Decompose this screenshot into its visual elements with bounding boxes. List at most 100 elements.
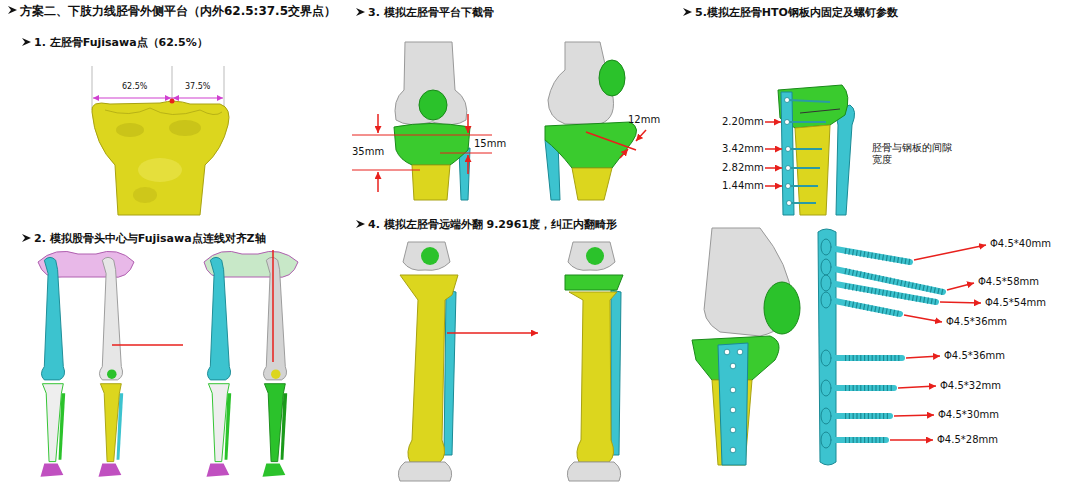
pelvis (38, 251, 298, 277)
lower-leg (421, 247, 439, 265)
bone-screw (821, 350, 831, 366)
step-heading: 1. 左胫骨Fujisawa点（62.5%） (34, 36, 208, 49)
gap-leader (765, 167, 782, 169)
bone-screw (845, 251, 910, 262)
alignment-line (112, 250, 273, 362)
tibia-plate-front (795, 125, 830, 215)
knee-plate-side (737, 349, 743, 355)
leg-bone (263, 464, 286, 477)
knee-plate-side (718, 343, 748, 465)
screw-leader (940, 302, 981, 303)
bone-screw (821, 292, 831, 308)
step-heading: 4. 模拟左胫骨远端外翻 9.2961度，纠正内翻畸形 (368, 218, 617, 231)
lower-leg (400, 275, 458, 462)
screw-spec: Φ4.5*40mm (990, 238, 1051, 250)
knee-plate-side (724, 349, 730, 355)
bone-screw (821, 239, 831, 255)
leg-bone (41, 464, 64, 477)
tibia-plate-front (788, 167, 820, 169)
screw-leader (890, 439, 933, 441)
gap-leader (765, 148, 782, 150)
tibial-plateau (105, 108, 222, 115)
leg-bone (207, 257, 230, 380)
tibial-plateau (169, 120, 201, 136)
tibia-plate-front (786, 184, 791, 189)
tibia-plate-front (785, 98, 792, 206)
bone-screw (821, 239, 831, 448)
bone-screw (845, 303, 900, 314)
knee-plate-side (692, 228, 800, 465)
tibial-plateau (93, 95, 223, 101)
lower-leg (611, 290, 621, 455)
screw-leader (906, 356, 940, 358)
cut-dimension (467, 114, 469, 133)
leg-bone (263, 257, 286, 380)
tibial-plateau (116, 123, 144, 137)
cut-dimension (352, 170, 420, 171)
tibia-plate-front (786, 147, 791, 152)
tibia-plate-front (785, 120, 790, 125)
leg-bone (99, 257, 124, 476)
bone-screw (845, 437, 886, 443)
knee-side (545, 122, 637, 168)
gap-value: 2.82mm (722, 162, 764, 174)
knee-side (636, 130, 646, 141)
note-text: 胫骨与钢板的间隙 宽度 (872, 142, 960, 166)
bone-screw (830, 248, 910, 262)
lower-leg (586, 247, 604, 265)
knee-front (395, 42, 467, 125)
knee-plate-side (724, 349, 743, 453)
knee-plate-side (730, 387, 736, 393)
screw-spec: Φ4.5*36mm (946, 316, 1007, 328)
knee-plate-side (730, 447, 736, 453)
screw-spec: Φ4.5*32mm (940, 380, 1001, 392)
tibial-plateau (93, 97, 223, 98)
screw-spec: Φ4.5*54mm (985, 297, 1046, 309)
bone-screw (821, 380, 831, 396)
screw-leader (894, 415, 934, 416)
correction-arrow (447, 332, 538, 334)
knee-plate-side (730, 427, 736, 433)
leg-bone (41, 257, 66, 476)
leg-bone (41, 257, 64, 380)
tibia-plate-front (835, 105, 855, 215)
hto-plate (818, 229, 836, 465)
lower-leg (403, 242, 450, 270)
knee-front (394, 42, 470, 200)
tibia-plate-front (788, 121, 826, 123)
leg-bone (264, 384, 285, 462)
bone-screw (821, 259, 831, 275)
tibia-plate-front (786, 166, 791, 171)
bone-screw (845, 251, 943, 440)
bone-screw (845, 355, 902, 361)
percent-label: 62.5% (122, 82, 147, 92)
bone-screw (821, 239, 943, 448)
leg-bone (107, 369, 117, 379)
tibia-plate-front (788, 100, 830, 203)
tibial-plateau (170, 99, 175, 104)
heading-bullet (356, 8, 365, 16)
tibial-plateau (92, 101, 229, 215)
tibial-plateau (138, 158, 182, 182)
tibial-plateau (92, 66, 229, 215)
tibia-plate-front (788, 148, 822, 150)
bone-screw (830, 413, 890, 419)
gap-leader (765, 122, 782, 186)
step-heading: 3. 模拟左胫骨平台下截骨 (368, 6, 494, 19)
leg-bone (42, 384, 63, 462)
bone-screw (821, 432, 831, 448)
knee-plate-side (730, 407, 736, 413)
bone-screw (845, 286, 936, 302)
heading-bullet (683, 8, 692, 16)
screw-leader (904, 315, 942, 322)
hto-plate (818, 229, 836, 465)
screw-leader (898, 386, 936, 388)
bone-screw (845, 413, 890, 419)
tibia-plate-front (788, 100, 830, 102)
lower-leg (444, 290, 456, 455)
heading-bullet (356, 220, 365, 228)
tibia-plate-front (788, 202, 816, 204)
tibia-plate-front (800, 109, 840, 113)
correction-arrow (447, 333, 538, 334)
